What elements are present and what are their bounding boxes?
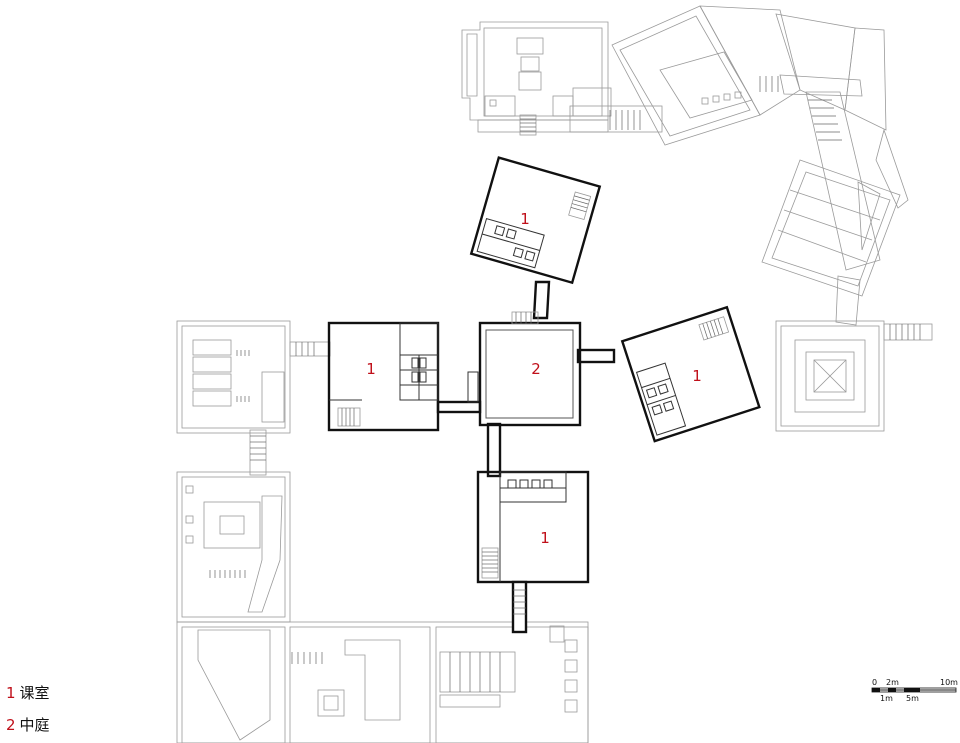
corridors [436,280,616,478]
context-building-top-left [461,21,663,136]
context-building-bottom [176,621,589,743]
scale-label-2m: 2m [886,678,899,687]
context-building-left-middle [176,429,291,623]
room-number-classroom-top: 1 [520,210,530,228]
legend-number: 2 [6,716,16,734]
scale-label-1m: 1m [880,694,893,703]
courtyard [478,311,582,427]
context-stair [519,114,537,136]
room-number-classroom-right: 1 [692,367,702,385]
scale-label-10m: 10m [940,678,958,687]
scale-label-0: 0 [872,678,877,687]
scale-label-5m: 5m [906,694,919,703]
room-number-classroom-left: 1 [366,360,376,378]
context-building-right [775,320,933,432]
classroom-bottom [476,470,590,634]
legend-label: 课室 [19,684,50,702]
scale-bar: 0 2m 10m 1m 5m [871,678,958,703]
classroom-right [620,305,761,443]
legend-number: 1 [6,684,16,702]
classroom-left [327,321,440,432]
classroom-top [469,156,602,285]
room-number-courtyard: 2 [531,360,541,378]
legend-label: 中庭 [19,716,50,734]
context-building-left-top [176,320,331,434]
context-building-top-right [611,5,909,326]
room-number-classroom-bottom: 1 [540,529,550,547]
